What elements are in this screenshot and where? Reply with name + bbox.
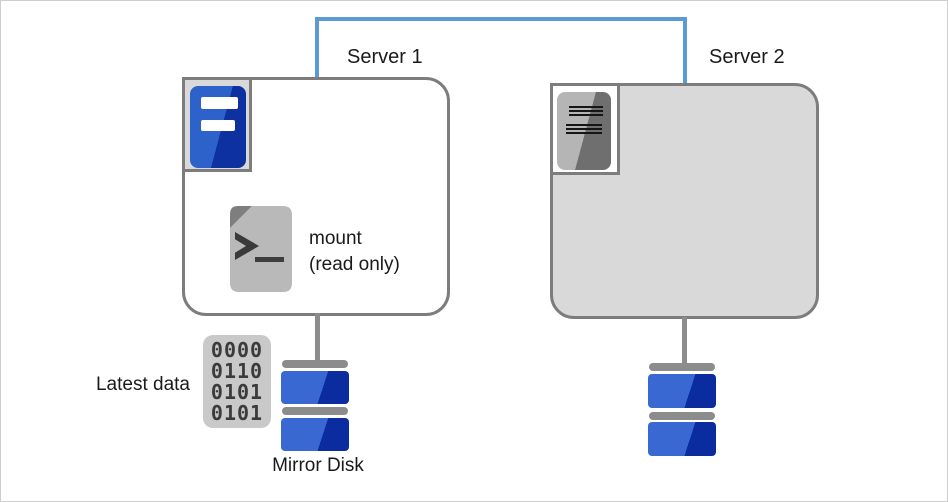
prompt-cursor-icon [255, 257, 284, 262]
server-slot [201, 120, 235, 131]
server-vent-stripes [569, 106, 603, 116]
binary-row: 0110 [210, 359, 264, 383]
disk-spacer-bar [649, 363, 715, 371]
binary-data-icon: 0000 0110 0101 0101 [203, 335, 271, 428]
mount-label-line2: (read only) [309, 254, 400, 275]
server2-icon-frame [550, 83, 620, 175]
server1-label: Server 1 [347, 46, 423, 68]
binary-row: 0101 [210, 401, 264, 425]
binary-row: 0101 [210, 380, 264, 404]
mount-label-line1: mount [309, 228, 362, 249]
server-tower-blue-icon [190, 86, 246, 168]
latest-data-label: Latest data [95, 374, 190, 395]
interconnect-line-left [315, 17, 319, 77]
prompt-chevron-icon [235, 232, 259, 260]
server2-disk-connector [682, 317, 687, 363]
binary-row: 0000 [210, 338, 264, 362]
disk-platter [648, 422, 716, 456]
disk-spacer-bar [282, 407, 348, 415]
server-vent-stripes [566, 124, 602, 134]
server2-label: Server 2 [709, 46, 785, 68]
mirror-disk-label: Mirror Disk [272, 455, 364, 476]
interconnect-line-right [683, 17, 687, 83]
server-tower-gray-icon [557, 92, 611, 170]
server-slot [201, 97, 238, 109]
disk-spacer-bar [282, 360, 348, 368]
server1-icon-frame [182, 77, 252, 172]
disk-platter [648, 374, 716, 408]
interconnect-line-horizontal [315, 17, 687, 21]
disk-platter [281, 371, 349, 404]
shell-script-file-icon [230, 206, 292, 292]
server1-disk-connector [315, 313, 320, 360]
mirror-disk-stack-icon-left [281, 360, 349, 451]
mount-label: mount (read only) [309, 226, 400, 278]
disk-spacer-bar [649, 412, 715, 420]
disk-platter [281, 418, 349, 451]
mirror-disk-stack-icon-right [648, 363, 716, 456]
